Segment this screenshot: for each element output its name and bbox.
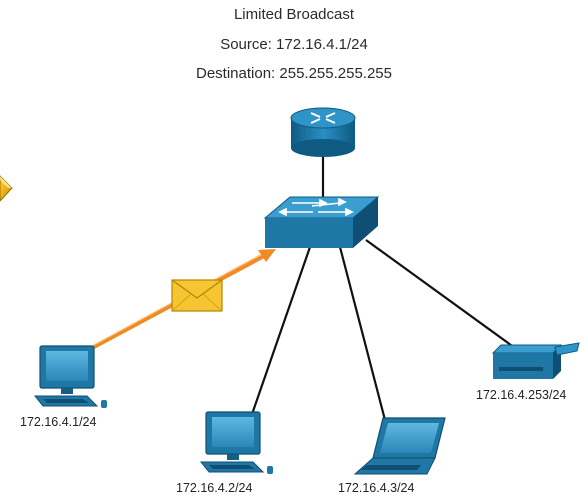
destination-address: Destination: 255.255.255.255	[196, 65, 392, 82]
diagram-title: Limited Broadcast	[233, 6, 355, 23]
host-label-printer: 172.16.4.253/24	[476, 388, 567, 402]
host-label-pc1: 172.16.4.1/24	[20, 415, 97, 429]
host-label-laptop: 172.16.4.3/24	[338, 481, 415, 495]
envelope-icon	[171, 279, 223, 312]
switch-pc2-link	[248, 246, 312, 421]
printer-icon	[491, 342, 580, 379]
source-address: Source: 172.16.4.1/24	[220, 36, 368, 53]
path-arrowhead-icon	[258, 249, 276, 262]
pc1-desktop-icon	[33, 345, 107, 408]
network-links	[248, 152, 516, 421]
laptop-icon	[353, 417, 446, 475]
host-label-pc2: 172.16.4.2/24	[176, 481, 253, 495]
pc2-desktop-icon	[199, 411, 273, 474]
router-icon	[290, 107, 356, 157]
switch-laptop-link	[338, 246, 387, 421]
switch-icon	[263, 196, 380, 248]
switch-printer-link	[365, 239, 516, 349]
side-arrow-icon	[0, 175, 13, 202]
